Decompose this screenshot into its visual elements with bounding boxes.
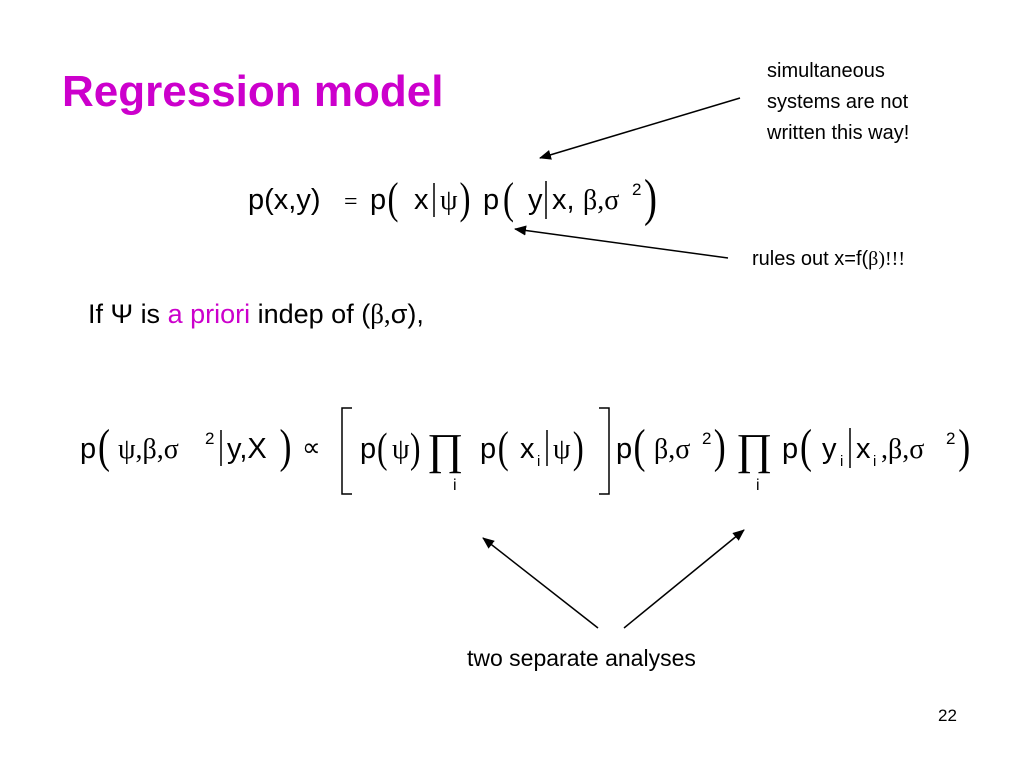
svg-text:ψ: ψ [553,434,571,465]
condition-suffix: indep of ( [250,299,371,329]
annotation-line-2: systems are not [767,91,909,113]
joint-probability-equation: p(x,y) = p ( x ψ ) p ( y x, β,σ 2 ) [248,175,657,226]
svg-text:x: x [520,433,535,465]
svg-text:ψ,β,σ: ψ,β,σ [118,434,179,465]
condition-prefix: If Ψ is [88,299,168,329]
svg-text:2: 2 [702,429,711,448]
condition-tail: σ), [390,299,424,329]
svg-text:): ) [280,420,292,473]
annotation-line-3: written this way! [767,122,910,144]
svg-text:ψ: ψ [392,434,410,465]
svg-text:i: i [873,453,876,470]
condition-highlight: a priori [167,299,251,329]
svg-text:p: p [483,184,499,216]
svg-text:i: i [537,453,540,470]
annotation-rules-out-greek: β)!!! [868,248,905,270]
svg-text:i: i [840,453,843,470]
arrow-to-equation-bottom [514,225,729,259]
svg-text:∝: ∝ [302,433,321,462]
svg-text:i: i [756,477,760,494]
arrow-to-second-product [623,529,745,629]
svg-text:x,: x, [552,184,575,216]
arrow-to-first-product [482,537,599,629]
slide-title: Regression model [62,67,444,116]
svg-text:p: p [616,433,632,465]
svg-text:(: ( [377,426,387,472]
arrow-to-equation-top [539,97,741,160]
svg-text:2: 2 [205,429,214,448]
svg-text:): ) [644,175,657,226]
svg-text:p: p [782,433,798,465]
svg-text:p(x,y): p(x,y) [248,184,321,216]
svg-text:2: 2 [946,429,955,448]
svg-text:x: x [414,184,429,216]
svg-text:x: x [856,433,871,465]
svg-text:y: y [822,433,837,465]
annotation-line-1: simultaneous [767,60,885,82]
independence-condition: If Ψ is a priori indep of (β,σ), [88,299,424,330]
svg-text:∏: ∏ [736,425,772,474]
svg-text:p: p [370,184,386,216]
svg-text:p: p [360,433,376,465]
svg-text:y,X: y,X [227,433,267,465]
svg-text:(: ( [388,175,399,223]
svg-text:y: y [528,184,543,216]
annotation-rules-out-text: rules out x=f( [752,248,869,270]
svg-text:=: = [344,189,358,215]
svg-text:): ) [410,426,420,472]
svg-text:): ) [573,424,584,473]
posterior-equation: p ( ψ,β,σ 2 y,X ) ∝ p ( ψ ) ∏ i p ( x i … [80,407,970,495]
svg-text:(: ( [634,420,646,473]
svg-text:(: ( [498,424,509,473]
svg-text:∏: ∏ [427,425,463,474]
svg-text:,β,σ: ,β,σ [881,434,924,465]
annotation-simultaneous-systems: simultaneous systems are not written thi… [767,56,967,149]
condition-greek: β, [370,299,391,329]
svg-text:i: i [453,477,457,494]
svg-text:p: p [480,433,496,465]
svg-text:β,σ: β,σ [583,185,619,216]
svg-text:β,σ: β,σ [654,434,690,465]
annotation-rules-out: rules out x=f(β)!!! [752,248,905,271]
svg-text:2: 2 [632,180,641,199]
page-number: 22 [938,706,957,725]
svg-text:p: p [80,433,96,465]
svg-text:ψ: ψ [440,185,458,216]
svg-text:(: ( [503,175,514,223]
svg-text:): ) [460,175,471,223]
annotation-two-analyses: two separate analyses [467,645,696,671]
svg-text:(: ( [800,420,812,473]
svg-text:): ) [958,420,970,473]
svg-text:): ) [714,420,726,473]
svg-text:(: ( [98,420,110,473]
